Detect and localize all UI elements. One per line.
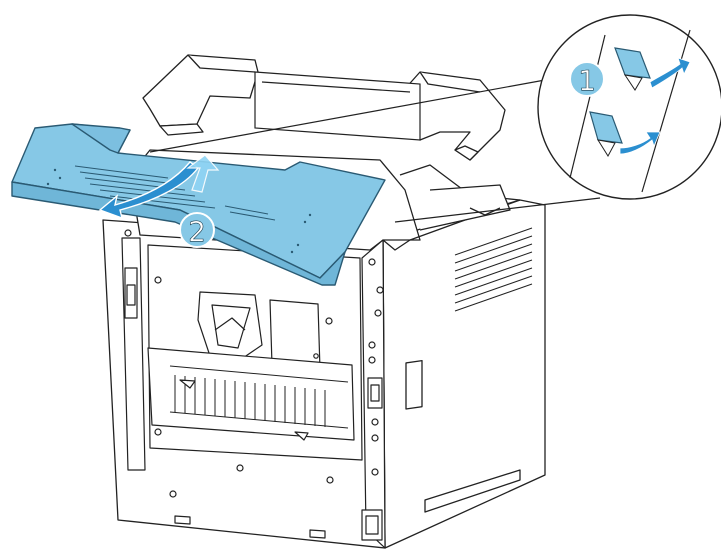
rear-paper-tray-left (143, 55, 258, 135)
tray-back-panel (255, 72, 420, 140)
step2-callout: 2 (180, 213, 214, 248)
step2-number: 2 (188, 215, 206, 248)
step1-number: 1 (578, 64, 596, 97)
detail-zoom-circle: 1 (538, 15, 721, 199)
